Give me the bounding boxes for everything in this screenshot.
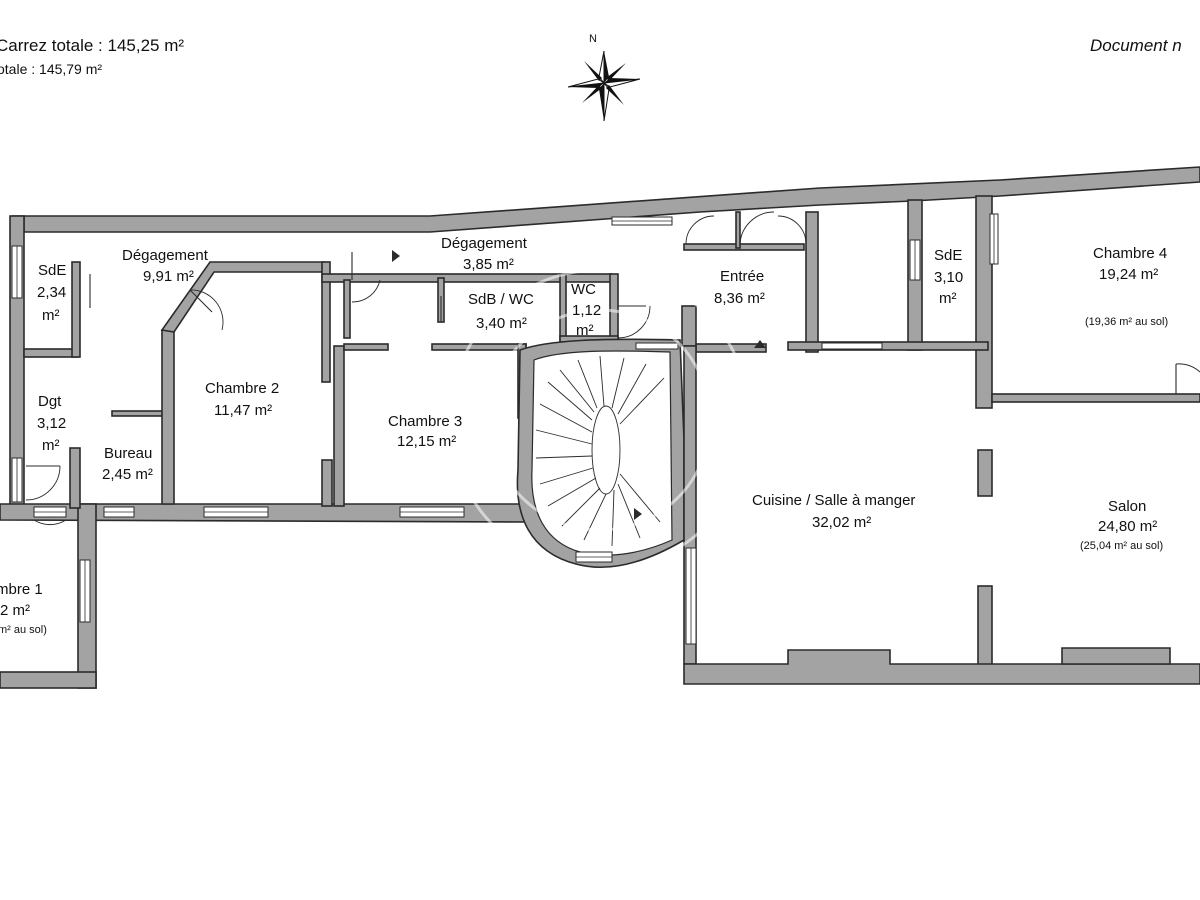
door-dgt-bottom (33, 519, 67, 526)
window-chambre1 (79, 559, 91, 623)
entry-arrow-icon (754, 340, 766, 348)
wall-cuisine-salon-top (977, 449, 993, 497)
chambre-3-name: Chambre 3 (388, 413, 462, 430)
degagement-1-name: Dégagement (122, 247, 209, 264)
sdb-wc-name: SdB / WC (468, 291, 534, 308)
wall-corridor-bottom (321, 273, 613, 283)
door-chambre2 (189, 289, 224, 331)
compass-north-letter: N (589, 33, 597, 45)
entree-area: 8,36 m² (714, 290, 765, 307)
entree-name: Entrée (720, 268, 764, 285)
cuisine-name: Cuisine / Salle à manger (752, 492, 915, 509)
sdb-wc-area: 3,40 m² (476, 315, 527, 332)
door-wc (617, 305, 651, 339)
door-dgt (25, 465, 61, 501)
corridor-arrow-icon (392, 250, 400, 262)
wall-chambre2-right-lower (321, 459, 333, 507)
wall-wc-right (609, 273, 619, 341)
window-sde-right (909, 239, 921, 281)
wall-right-divider-2 (975, 195, 993, 409)
wall-dgt-right (69, 447, 81, 509)
total-area-label: otale : 145,79 m² (0, 61, 102, 77)
salon-area: 24,80 m² (1098, 518, 1157, 535)
dgt-area: 3,12 (37, 415, 66, 432)
wall-chambre1-bottom (0, 671, 97, 689)
wall-closet-divider (735, 211, 741, 249)
sde-right-name: SdE (934, 247, 962, 264)
dgt-name: Dgt (38, 393, 62, 410)
chambre-1-area: 2 m² (0, 602, 30, 619)
wall-chambre2-right (321, 261, 331, 383)
wall-sdb-left (343, 279, 351, 339)
wc-unit: m² (576, 322, 594, 339)
window-main-horizontal (635, 342, 883, 350)
wall-top (12, 166, 1200, 233)
wall-cuisine-salon-bottom (977, 585, 993, 669)
wall-chambre3-top-right (431, 343, 527, 351)
wall-sde-right (71, 261, 81, 358)
window-sde-left (11, 245, 23, 299)
carrez-total-label: Carrez totale : 145,25 m² (0, 36, 184, 55)
wc-name: WC (571, 281, 596, 298)
sde-right-area: 3,10 (934, 269, 963, 286)
wall-chambre3-top-left (343, 343, 389, 351)
window-staircase (575, 551, 613, 563)
wall-chambre4-bottom (991, 393, 1200, 403)
chambre-4-name: Chambre 4 (1093, 245, 1167, 262)
window-corridor-top (611, 216, 673, 226)
wall-chambre3-left (333, 345, 345, 507)
chambre-4-area: 19,24 m² (1099, 266, 1158, 283)
dgt-unit: m² (42, 437, 60, 454)
window-bureau (103, 506, 135, 518)
salon-name: Salon (1108, 498, 1146, 515)
sde-right-unit: m² (939, 290, 957, 307)
wall-entree-left (681, 305, 697, 347)
bureau-area: 2,45 m² (102, 466, 153, 483)
sde-left-area: 2,34 (37, 284, 66, 301)
door-chambre4 (1175, 363, 1200, 394)
door-closet (685, 211, 807, 245)
watermark-logo (448, 268, 752, 572)
chambre-2-name: Chambre 2 (205, 380, 279, 397)
chambre-2-area: 11,47 m² (214, 402, 272, 419)
wall-entree-right (805, 211, 819, 353)
chambre-1-name: mbre 1 (0, 581, 43, 598)
wall-main-horizontal (787, 341, 989, 351)
window-chambre2 (203, 506, 269, 518)
door-chambre3 (351, 252, 381, 303)
compass-rose-icon (567, 50, 641, 122)
wall-sde-bottom (23, 348, 79, 358)
sde-left-unit: m² (42, 307, 60, 324)
window-chambre4-left (989, 213, 999, 265)
sde-left-name: SdE (38, 262, 66, 279)
chambre-3-area: 12,15 m² (397, 433, 456, 450)
wc-area: 1,12 (572, 302, 601, 319)
wall-bottom (683, 649, 1200, 685)
degagement-1-area: 9,91 m² (143, 268, 194, 285)
degagement-2-name: Dégagement (441, 235, 528, 252)
staircase (535, 355, 665, 547)
wall-bottom-salon-notch (1061, 647, 1171, 665)
wall-bureau-top (111, 410, 169, 417)
window-dgt-bottom (33, 506, 67, 518)
wall-wc-left (559, 273, 567, 341)
stair-direction-arrow-icon (634, 508, 642, 520)
chambre-1-floor-area: m² au sol) (0, 624, 47, 636)
window-dgt-left (11, 457, 23, 503)
chambre-4-floor-area: (19,36 m² au sol) (1085, 316, 1168, 328)
degagement-2-area: 3,85 m² (463, 256, 514, 273)
window-chambre3 (399, 506, 465, 518)
bureau-name: Bureau (104, 445, 152, 462)
document-note: Document n (1090, 36, 1182, 55)
wall-chambre2-left (161, 329, 175, 505)
salon-floor-area: (25,04 m² au sol) (1080, 540, 1163, 552)
window-cuisine-left (685, 547, 697, 645)
wall-closet-bottom (683, 243, 805, 251)
cuisine-area: 32,02 m² (812, 514, 871, 531)
